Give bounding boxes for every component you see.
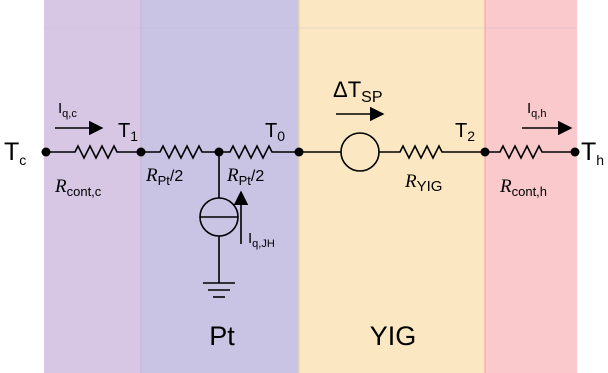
node-t0 — [294, 147, 304, 157]
terminal-label-hot: Th — [581, 138, 604, 168]
current-source-icon — [199, 152, 239, 283]
node-label-t1: T1 — [118, 120, 138, 144]
region-contact-hot — [485, 0, 577, 373]
current-label-cold: Iq,c — [58, 100, 77, 120]
resistor-label-cont-c: Rcont,c — [54, 176, 102, 199]
node-t1 — [136, 147, 146, 157]
region-platinum — [141, 0, 299, 373]
resistor-label-pt-left: RPt/2 — [145, 165, 183, 188]
current-label-hot: Iq,h — [527, 100, 546, 120]
region-label-yig: YIG — [370, 321, 417, 351]
current-label-joule: Iq,JH — [248, 230, 275, 250]
node-junction — [214, 147, 224, 157]
region-contact-cold — [44, 0, 141, 373]
resistor-label-pt-right: RPt/2 — [226, 165, 264, 188]
ground-icon — [203, 282, 235, 298]
region-label-pt: Pt — [209, 321, 235, 351]
source-label: ΔTSP — [333, 77, 382, 106]
resistor-label-cont-h: Rcont,h — [499, 176, 547, 199]
temperature-source-icon — [340, 132, 380, 172]
terminal-label-cold: Tc — [4, 138, 26, 168]
resistor-label-yig: RYIG — [404, 171, 442, 195]
region-yig — [299, 0, 485, 373]
terminal-node-hot — [570, 147, 580, 157]
node-label-t2: T2 — [455, 120, 475, 144]
node-t2 — [480, 147, 490, 157]
node-label-t0: T0 — [265, 120, 285, 144]
terminal-node-cold — [41, 147, 51, 157]
